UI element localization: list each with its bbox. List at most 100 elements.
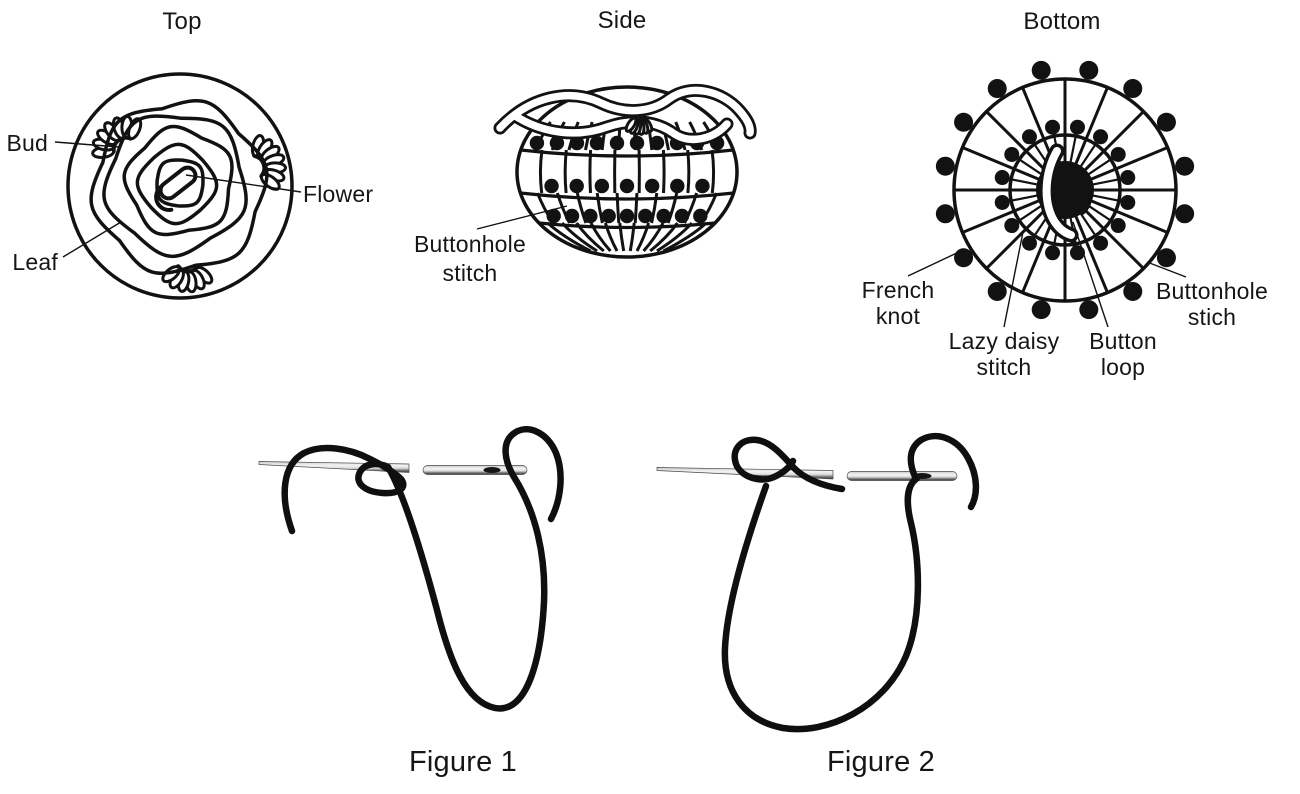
french-knot-dot — [1031, 300, 1051, 320]
stitch-dot — [546, 208, 561, 224]
figure1-drawing — [258, 426, 564, 712]
stitch-dot — [583, 208, 598, 224]
french-knot-dot — [1175, 156, 1195, 176]
buttonhole-rib — [588, 149, 593, 194]
french-knot-dot — [954, 112, 974, 132]
side-view-drawing — [493, 83, 757, 259]
view-title-top: Top — [162, 8, 202, 35]
leader-button-loop — [1072, 221, 1109, 328]
buttonhole-rib — [686, 149, 691, 194]
figure2-drawing — [656, 432, 980, 733]
needle-right-half — [422, 465, 528, 475]
lazy-daisy-dot — [994, 170, 1010, 186]
buttonhole-rib — [661, 149, 666, 194]
french-knot-dot — [1156, 112, 1176, 132]
buttonhole-rib — [633, 192, 639, 224]
leader-lazy-daisy — [1003, 231, 1024, 328]
stitch-dot — [619, 178, 635, 194]
lazy-daisy-dot — [1093, 235, 1109, 251]
thread — [721, 432, 980, 733]
buttonhole-rib — [595, 192, 604, 224]
label-line: stitch — [976, 354, 1032, 380]
stitch-dot — [529, 135, 545, 151]
label-line: Buttonhole — [1156, 278, 1268, 304]
stitch-row-arc — [520, 148, 734, 158]
label-line: Buttonhole — [414, 231, 526, 257]
buttonhole-rib — [650, 192, 659, 224]
buttonhole-rib — [538, 149, 544, 194]
lazy-daisy-dot — [1004, 146, 1020, 162]
label-buttonhole-stich-bottom: Buttonhole stich — [1132, 278, 1292, 330]
label-lazy-daisy-stitch: Lazy daisy stitch — [924, 328, 1084, 380]
buttonhole-rib — [618, 222, 626, 252]
stitch-row-arc — [520, 191, 734, 201]
label-line: Lazy daisy — [948, 328, 1060, 354]
needle-eye — [483, 467, 501, 473]
leader-lines — [54, 141, 1187, 328]
buttonhole-rib — [628, 222, 636, 252]
buttonhole-rib — [710, 149, 716, 194]
lazy-daisy-dot — [1021, 235, 1037, 251]
label-bud: Bud — [6, 130, 48, 156]
label-line: French — [861, 277, 935, 303]
lazy-daisy-dot — [1004, 218, 1020, 234]
needle-right-half — [846, 471, 958, 481]
stitch-dot — [644, 178, 660, 194]
lazy-daisy-dot — [1021, 129, 1037, 145]
lazy-daisy-dot — [1110, 218, 1126, 234]
stitch-dot — [601, 208, 616, 224]
buttonhole-rib — [603, 222, 619, 252]
stitch-dot — [609, 135, 625, 151]
thread-loop — [731, 436, 846, 493]
stitch-dot — [619, 208, 635, 224]
label-button-loop: Button loop — [1063, 328, 1183, 380]
button-outline-circle — [66, 72, 294, 300]
french-knot-dot — [954, 248, 974, 268]
french-knot-dot — [1123, 281, 1143, 301]
buttonhole-rib — [563, 149, 568, 194]
label-french-knot: French knot — [838, 277, 958, 329]
stitch-dot — [693, 208, 708, 224]
lazy-daisy-dot — [1120, 170, 1136, 186]
lazy-daisy-dot — [1045, 119, 1061, 135]
wheel-inner-circle — [1008, 133, 1122, 247]
thread — [281, 426, 564, 712]
bottom-view-drawing — [935, 60, 1195, 320]
leader-bud — [54, 141, 120, 148]
lazy-daisy-dot — [1093, 129, 1109, 145]
rose-ring — [102, 114, 248, 259]
stitch-dot — [649, 135, 665, 151]
stitch-dot — [629, 135, 645, 151]
lazy-daisy-dot — [994, 194, 1010, 210]
bud-petal — [624, 116, 638, 133]
rose-ring — [122, 124, 234, 237]
view-title-bottom: Bottom — [1023, 8, 1101, 35]
buttonhole-rib — [615, 192, 621, 224]
stitch-row-arc — [538, 221, 716, 230]
stitch-dot — [638, 208, 653, 224]
leader-leaf — [62, 221, 122, 258]
buttonhole-rib — [635, 222, 651, 252]
stitch-dot — [564, 208, 580, 224]
label-line: Button — [1089, 328, 1157, 354]
stitch-dot — [656, 208, 671, 224]
lazy-daisy-dot — [1069, 245, 1085, 261]
label-line: stitch — [442, 260, 498, 286]
french-knot-dot — [1079, 300, 1099, 320]
leader-french-knot — [907, 250, 962, 277]
label-line: loop — [1100, 354, 1146, 380]
french-knot-dot — [1079, 60, 1099, 80]
lazy-daisy-dot — [1069, 119, 1085, 135]
french-knot-dot — [1123, 79, 1143, 99]
stitch-dot — [569, 178, 584, 194]
label-line: knot — [875, 303, 921, 329]
loop-hook — [1076, 175, 1093, 215]
rose-center-knot — [158, 165, 198, 201]
view-title-side: Side — [597, 7, 647, 34]
french-knot-dot — [1175, 204, 1195, 224]
lazy-daisy-dot — [1045, 245, 1061, 261]
stitch-dot — [544, 178, 559, 194]
figure2-caption: Figure 2 — [827, 746, 935, 778]
leader-buttonhole-bottom — [1146, 261, 1187, 278]
